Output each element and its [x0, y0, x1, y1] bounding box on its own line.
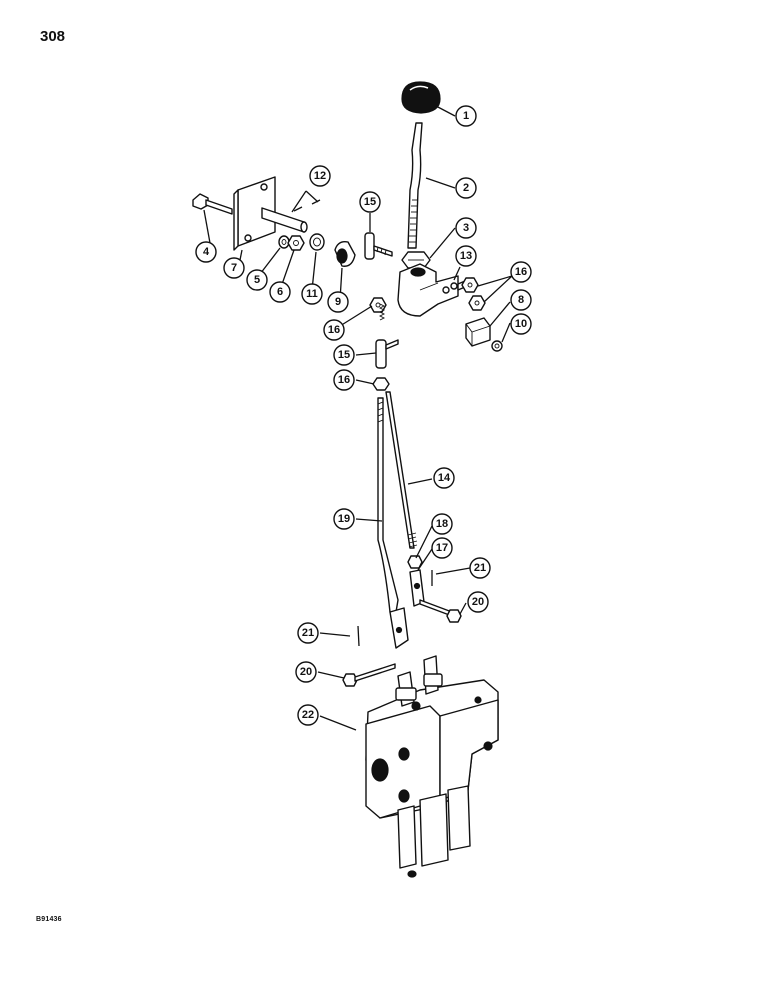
callout-2: 2 — [455, 177, 477, 199]
part-ring-10 — [491, 340, 503, 352]
callout-4: 4 — [195, 241, 217, 263]
page-number: 308 — [40, 28, 66, 45]
callout-15-lower: 15 — [333, 344, 355, 366]
callout-22: 22 — [297, 704, 319, 726]
part-rod-14 — [385, 391, 418, 549]
svg-text:19: 19 — [338, 513, 350, 525]
callout-12: 12 — [309, 165, 331, 187]
callout-5: 5 — [246, 269, 268, 291]
callout-15-upper: 15 — [359, 191, 381, 213]
callout-20-right: 20 — [467, 591, 489, 613]
svg-text:12: 12 — [314, 170, 326, 182]
part-bolt-4 — [192, 193, 233, 215]
svg-text:2: 2 — [463, 182, 469, 194]
part-nut-3 — [401, 251, 431, 269]
part-lever — [407, 122, 423, 249]
part-bushing-9 — [334, 240, 356, 267]
part-pin-21-left — [357, 625, 360, 647]
svg-text:16: 16 — [328, 324, 340, 336]
svg-text:11: 11 — [306, 288, 318, 300]
callout-21-right: 21 — [469, 557, 491, 579]
svg-text:10: 10 — [515, 318, 527, 330]
svg-text:13: 13 — [460, 250, 472, 262]
callout-1: 1 — [455, 105, 477, 127]
part-control-valve — [365, 655, 499, 878]
svg-text:17: 17 — [436, 542, 448, 554]
callout-17: 17 — [431, 537, 453, 559]
callout-14: 14 — [433, 467, 455, 489]
callout-16-left: 16 — [323, 319, 345, 341]
part-nut-16-upper-right — [461, 277, 479, 293]
part-washer-5 — [278, 235, 290, 249]
svg-text:4: 4 — [203, 246, 210, 258]
svg-text:6: 6 — [277, 286, 283, 298]
callout-16-right: 16 — [510, 261, 532, 283]
svg-text:21: 21 — [474, 562, 486, 574]
callout-6: 6 — [269, 281, 291, 303]
svg-text:15: 15 — [364, 196, 376, 208]
svg-text:22: 22 — [302, 709, 314, 721]
callout-10: 10 — [510, 313, 532, 335]
part-clevis-17 — [409, 569, 425, 607]
part-block-8 — [465, 317, 491, 347]
callout-13: 13 — [455, 245, 477, 267]
part-knob — [401, 81, 441, 114]
callout-18: 18 — [431, 513, 453, 535]
svg-text:20: 20 — [300, 666, 312, 678]
svg-text:18: 18 — [436, 518, 448, 530]
svg-text:14: 14 — [438, 472, 451, 484]
svg-text:3: 3 — [463, 222, 469, 234]
callout-19: 19 — [333, 508, 355, 530]
svg-text:16: 16 — [515, 266, 527, 278]
part-bolt-20-left — [342, 663, 396, 687]
part-clevis-left — [389, 607, 409, 649]
callout-9: 9 — [327, 291, 349, 313]
svg-text:21: 21 — [302, 627, 314, 639]
callout-3: 3 — [455, 217, 477, 239]
part-nut-6 — [287, 235, 305, 251]
svg-text:1: 1 — [463, 110, 469, 122]
callout-21-left: 21 — [297, 622, 319, 644]
svg-text:20: 20 — [472, 596, 484, 608]
svg-text:7: 7 — [231, 262, 237, 274]
part-lever-socket — [397, 263, 473, 317]
callout-16-middle: 16 — [333, 369, 355, 391]
svg-text:8: 8 — [518, 294, 524, 306]
part-rod-end-15-lower — [375, 303, 399, 369]
svg-text:16: 16 — [338, 374, 350, 386]
part-bolt-20-right — [419, 599, 462, 623]
callout-8: 8 — [510, 289, 532, 311]
svg-text:15: 15 — [338, 349, 350, 361]
svg-text:5: 5 — [254, 274, 260, 286]
part-swivel-upper — [364, 232, 393, 260]
callout-20-left: 20 — [295, 661, 317, 683]
callout-7: 7 — [223, 257, 245, 279]
part-washer-11 — [309, 233, 325, 251]
part-nut-16-middle — [372, 377, 390, 391]
part-nut-16-lower-right — [468, 295, 486, 311]
svg-text:9: 9 — [335, 296, 341, 308]
part-pins-12 — [293, 199, 321, 212]
part-mounting-plate — [233, 176, 308, 251]
drawing-reference-number: B91436 — [36, 916, 62, 923]
callout-11: 11 — [301, 283, 323, 305]
